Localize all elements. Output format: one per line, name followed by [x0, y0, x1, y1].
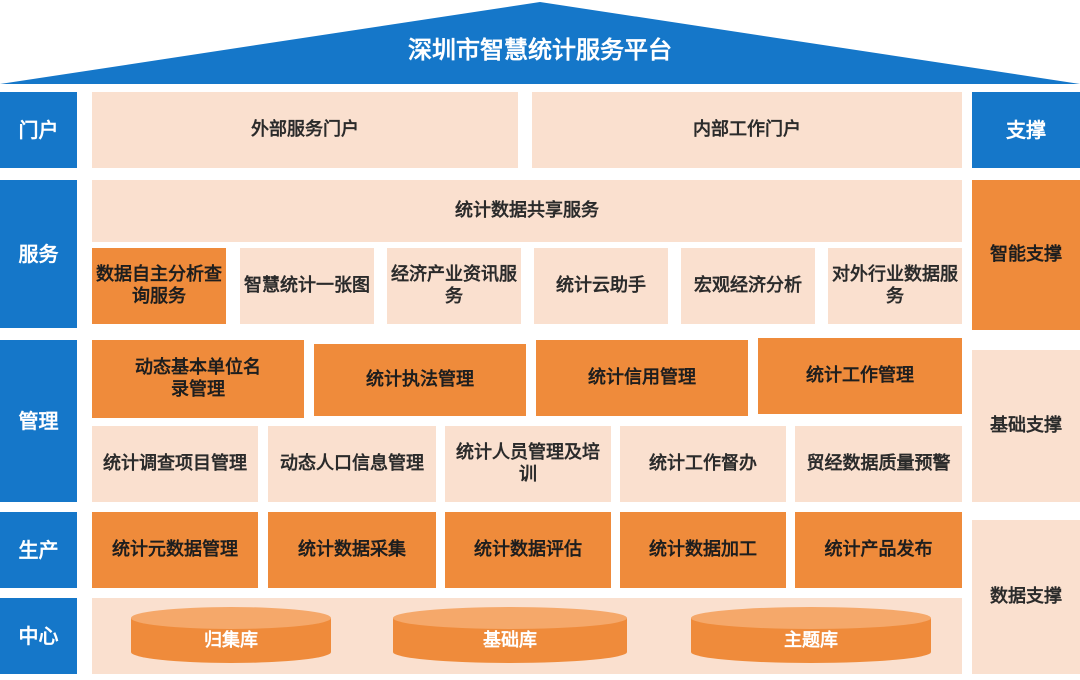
management-item: 动态人口信息管理: [268, 426, 436, 502]
database-icon: [131, 607, 331, 663]
service-item: 统计云助手: [534, 248, 668, 324]
production-item: 统计元数据管理: [92, 512, 258, 588]
label-center: 中心: [0, 598, 77, 674]
management-item: 统计人员管理及培训: [445, 426, 611, 502]
portal-internal: 内部工作门户: [532, 92, 962, 168]
database-jichu: 基础库: [483, 630, 537, 651]
database-icon: [393, 607, 627, 663]
management-item: 统计信用管理: [536, 340, 748, 416]
database-zhuti: 主题库: [784, 630, 838, 651]
portal-external: 外部服务门户: [92, 92, 518, 168]
service-item: 数据自主分析查询服务: [92, 248, 226, 324]
management-item: 统计执法管理: [314, 344, 526, 416]
label-portal: 门户: [0, 92, 77, 168]
service-shared: 统计数据共享服务: [92, 180, 962, 242]
service-item: 对外行业数据服务: [828, 248, 962, 324]
production-item: 统计数据加工: [620, 512, 786, 588]
roof: [0, 2, 1080, 84]
support-header: 支撑: [972, 92, 1080, 168]
production-item: 统计数据评估: [445, 512, 611, 588]
label-service: 服务: [0, 180, 77, 328]
platform-title: 深圳市智慧统计服务平台: [408, 36, 672, 64]
label-production: 生产: [0, 512, 77, 588]
service-item: 宏观经济分析: [681, 248, 815, 324]
management-item: 动态基本单位名录管理: [92, 340, 304, 418]
support-data: 数据支撑: [972, 520, 1080, 674]
management-item: 贸经数据质量预警: [795, 426, 962, 502]
support-intelligent: 智能支撑: [972, 180, 1080, 330]
management-item: 统计调查项目管理: [92, 426, 258, 502]
production-item: 统计产品发布: [795, 512, 962, 588]
support-basic: 基础支撑: [972, 350, 1080, 502]
service-item: 经济产业资讯服务: [387, 248, 521, 324]
label-management: 管理: [0, 340, 77, 502]
management-item: 统计工作督办: [620, 426, 786, 502]
production-item: 统计数据采集: [268, 512, 436, 588]
service-item: 智慧统计一张图: [240, 248, 374, 324]
database-guiji: 归集库: [204, 630, 258, 651]
management-item: 统计工作管理: [758, 338, 962, 414]
database-icon: [691, 607, 931, 663]
